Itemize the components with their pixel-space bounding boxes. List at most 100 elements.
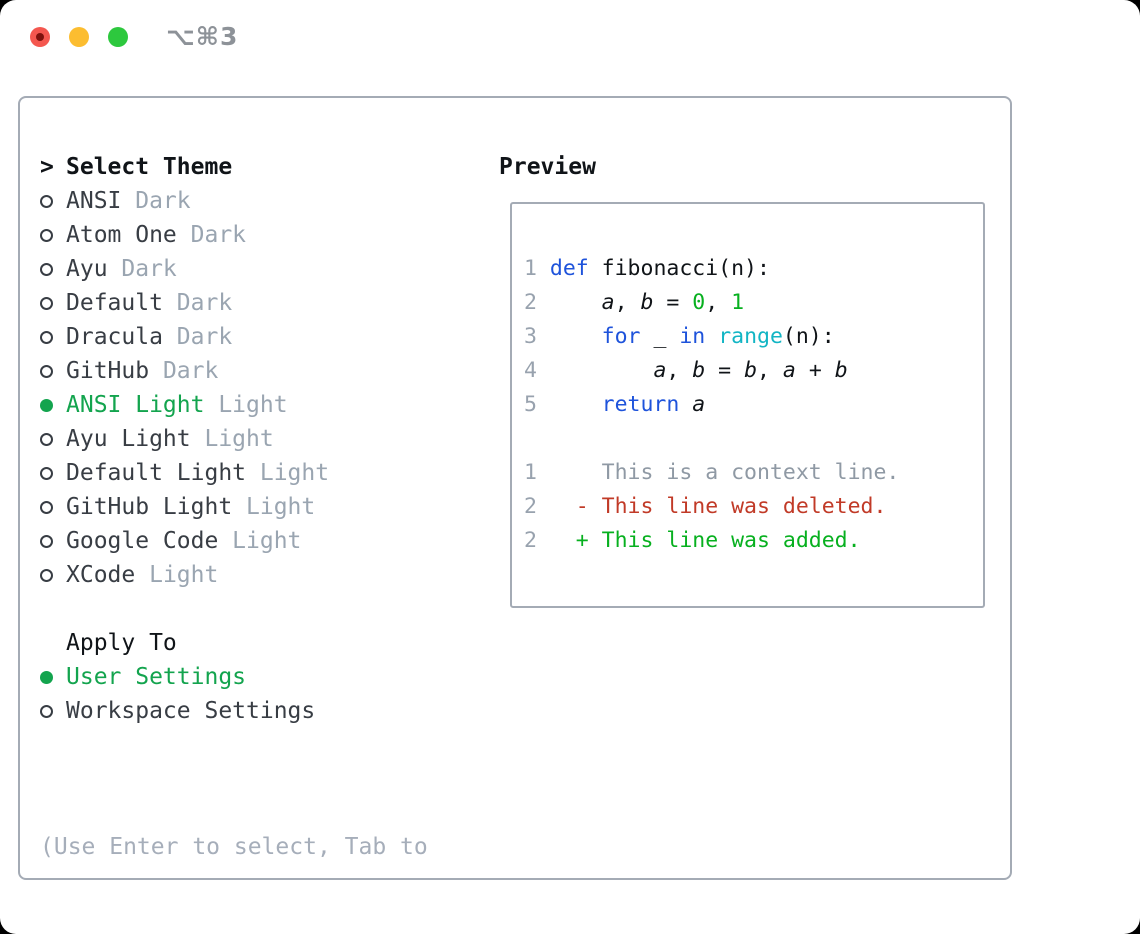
radio-dot	[40, 296, 53, 310]
theme-variant-tag: Dark	[190, 222, 247, 248]
radio-dot	[40, 364, 53, 378]
line-number: 5	[524, 392, 537, 417]
radio-dot	[40, 670, 53, 684]
radio-dot	[40, 262, 53, 276]
theme-option[interactable]: Atom One Dark	[40, 218, 480, 252]
theme-option[interactable]: ANSI Light Light	[40, 388, 480, 422]
close-button[interactable]	[30, 27, 50, 47]
theme-variant-tag: Light	[218, 392, 288, 418]
code-token: ,	[666, 358, 693, 383]
code-line: 5 return a	[524, 388, 983, 422]
option-label: Dracula	[66, 324, 163, 350]
apply-to-option[interactable]: User Settings	[40, 660, 480, 694]
theme-option[interactable]: XCode Light	[40, 558, 480, 592]
radio-dot	[40, 500, 53, 514]
theme-variant-tag: Light	[246, 494, 316, 520]
theme-variant-tag: Light	[259, 460, 330, 486]
option-label: GitHub Light	[66, 494, 233, 520]
window-shortcut-label: ⌥⌘3	[166, 22, 239, 51]
code-line: 1 This is a context line.	[524, 456, 983, 490]
code-line: 2 - This line was deleted.	[524, 490, 983, 524]
radio-dot	[40, 330, 53, 344]
radio-dot	[40, 568, 53, 582]
code-token: b	[834, 358, 848, 383]
code-token: a	[692, 392, 706, 417]
radio-unselected-icon	[40, 330, 66, 344]
option-label: ANSI	[66, 188, 122, 214]
preview-title: Preview	[499, 154, 596, 180]
radio-dot	[40, 534, 53, 548]
code-token: b	[692, 358, 706, 383]
line-number: 2	[524, 290, 537, 315]
code-token: _	[640, 324, 680, 349]
radio-unselected-icon	[40, 534, 66, 548]
radio-dot	[40, 466, 53, 480]
code-token: This is a context line.	[549, 460, 900, 485]
select-theme-header: > Select Theme	[40, 150, 480, 184]
code-token: def	[549, 256, 589, 281]
theme-option[interactable]: Ayu Dark	[40, 252, 480, 286]
code-line	[524, 422, 983, 456]
radio-dot	[40, 432, 53, 446]
spacer	[40, 592, 480, 626]
code-token	[705, 324, 718, 349]
radio-unselected-icon	[40, 500, 66, 514]
code-token: ,	[757, 358, 783, 383]
theme-variant-tag: Light	[149, 562, 219, 588]
theme-variant-tag: Dark	[176, 290, 233, 316]
option-label: Workspace Settings	[66, 698, 316, 724]
option-label: Ayu	[66, 256, 108, 282]
code-token: b	[640, 290, 654, 315]
code-token: range	[718, 324, 783, 349]
code-token: + This line was added.	[549, 528, 861, 553]
radio-unselected-icon	[40, 194, 66, 208]
theme-option[interactable]: Default Dark	[40, 286, 480, 320]
radio-unselected-icon	[40, 262, 66, 276]
theme-option[interactable]: GitHub Light Light	[40, 490, 480, 524]
line-number: 1	[524, 460, 537, 485]
code-token: =	[705, 358, 745, 383]
select-theme-title: Select Theme	[66, 154, 233, 180]
theme-variant-tag: Dark	[121, 256, 177, 282]
radio-unselected-icon	[40, 432, 66, 446]
option-label: XCode	[66, 562, 136, 588]
radio-unselected-icon	[40, 296, 66, 310]
code-line: 2 a, b = 0, 1	[524, 286, 983, 320]
minimize-button[interactable]	[69, 27, 89, 47]
theme-variant-tag: Light	[232, 528, 302, 554]
spacer	[40, 728, 480, 762]
line-number: 1	[524, 256, 537, 281]
help-text: (Use Enter to select, Tab to change focu…	[40, 762, 480, 934]
prompt-caret: >	[40, 154, 54, 180]
radio-unselected-icon	[40, 466, 66, 480]
option-label: Ayu Light	[66, 426, 191, 452]
apply-to-header: Apply To	[40, 626, 480, 660]
radio-unselected-icon	[40, 568, 66, 582]
option-label: ANSI Light	[66, 392, 205, 418]
maximize-button[interactable]	[108, 27, 128, 47]
code-token: a	[782, 358, 796, 383]
radio-selected-icon	[40, 670, 66, 684]
radio-unselected-icon	[40, 704, 66, 718]
code-token: for	[601, 324, 641, 349]
code-token: 0	[692, 290, 706, 315]
code-token: =	[653, 290, 693, 315]
apply-to-option[interactable]: Workspace Settings	[40, 694, 480, 728]
code-token: in	[679, 324, 706, 349]
code-token	[550, 290, 602, 315]
option-label: Atom One	[66, 222, 177, 248]
code-token	[550, 324, 602, 349]
code-token	[550, 392, 602, 417]
option-label: Default	[66, 290, 163, 316]
code-line: 3 for _ in range(n):	[524, 320, 983, 354]
